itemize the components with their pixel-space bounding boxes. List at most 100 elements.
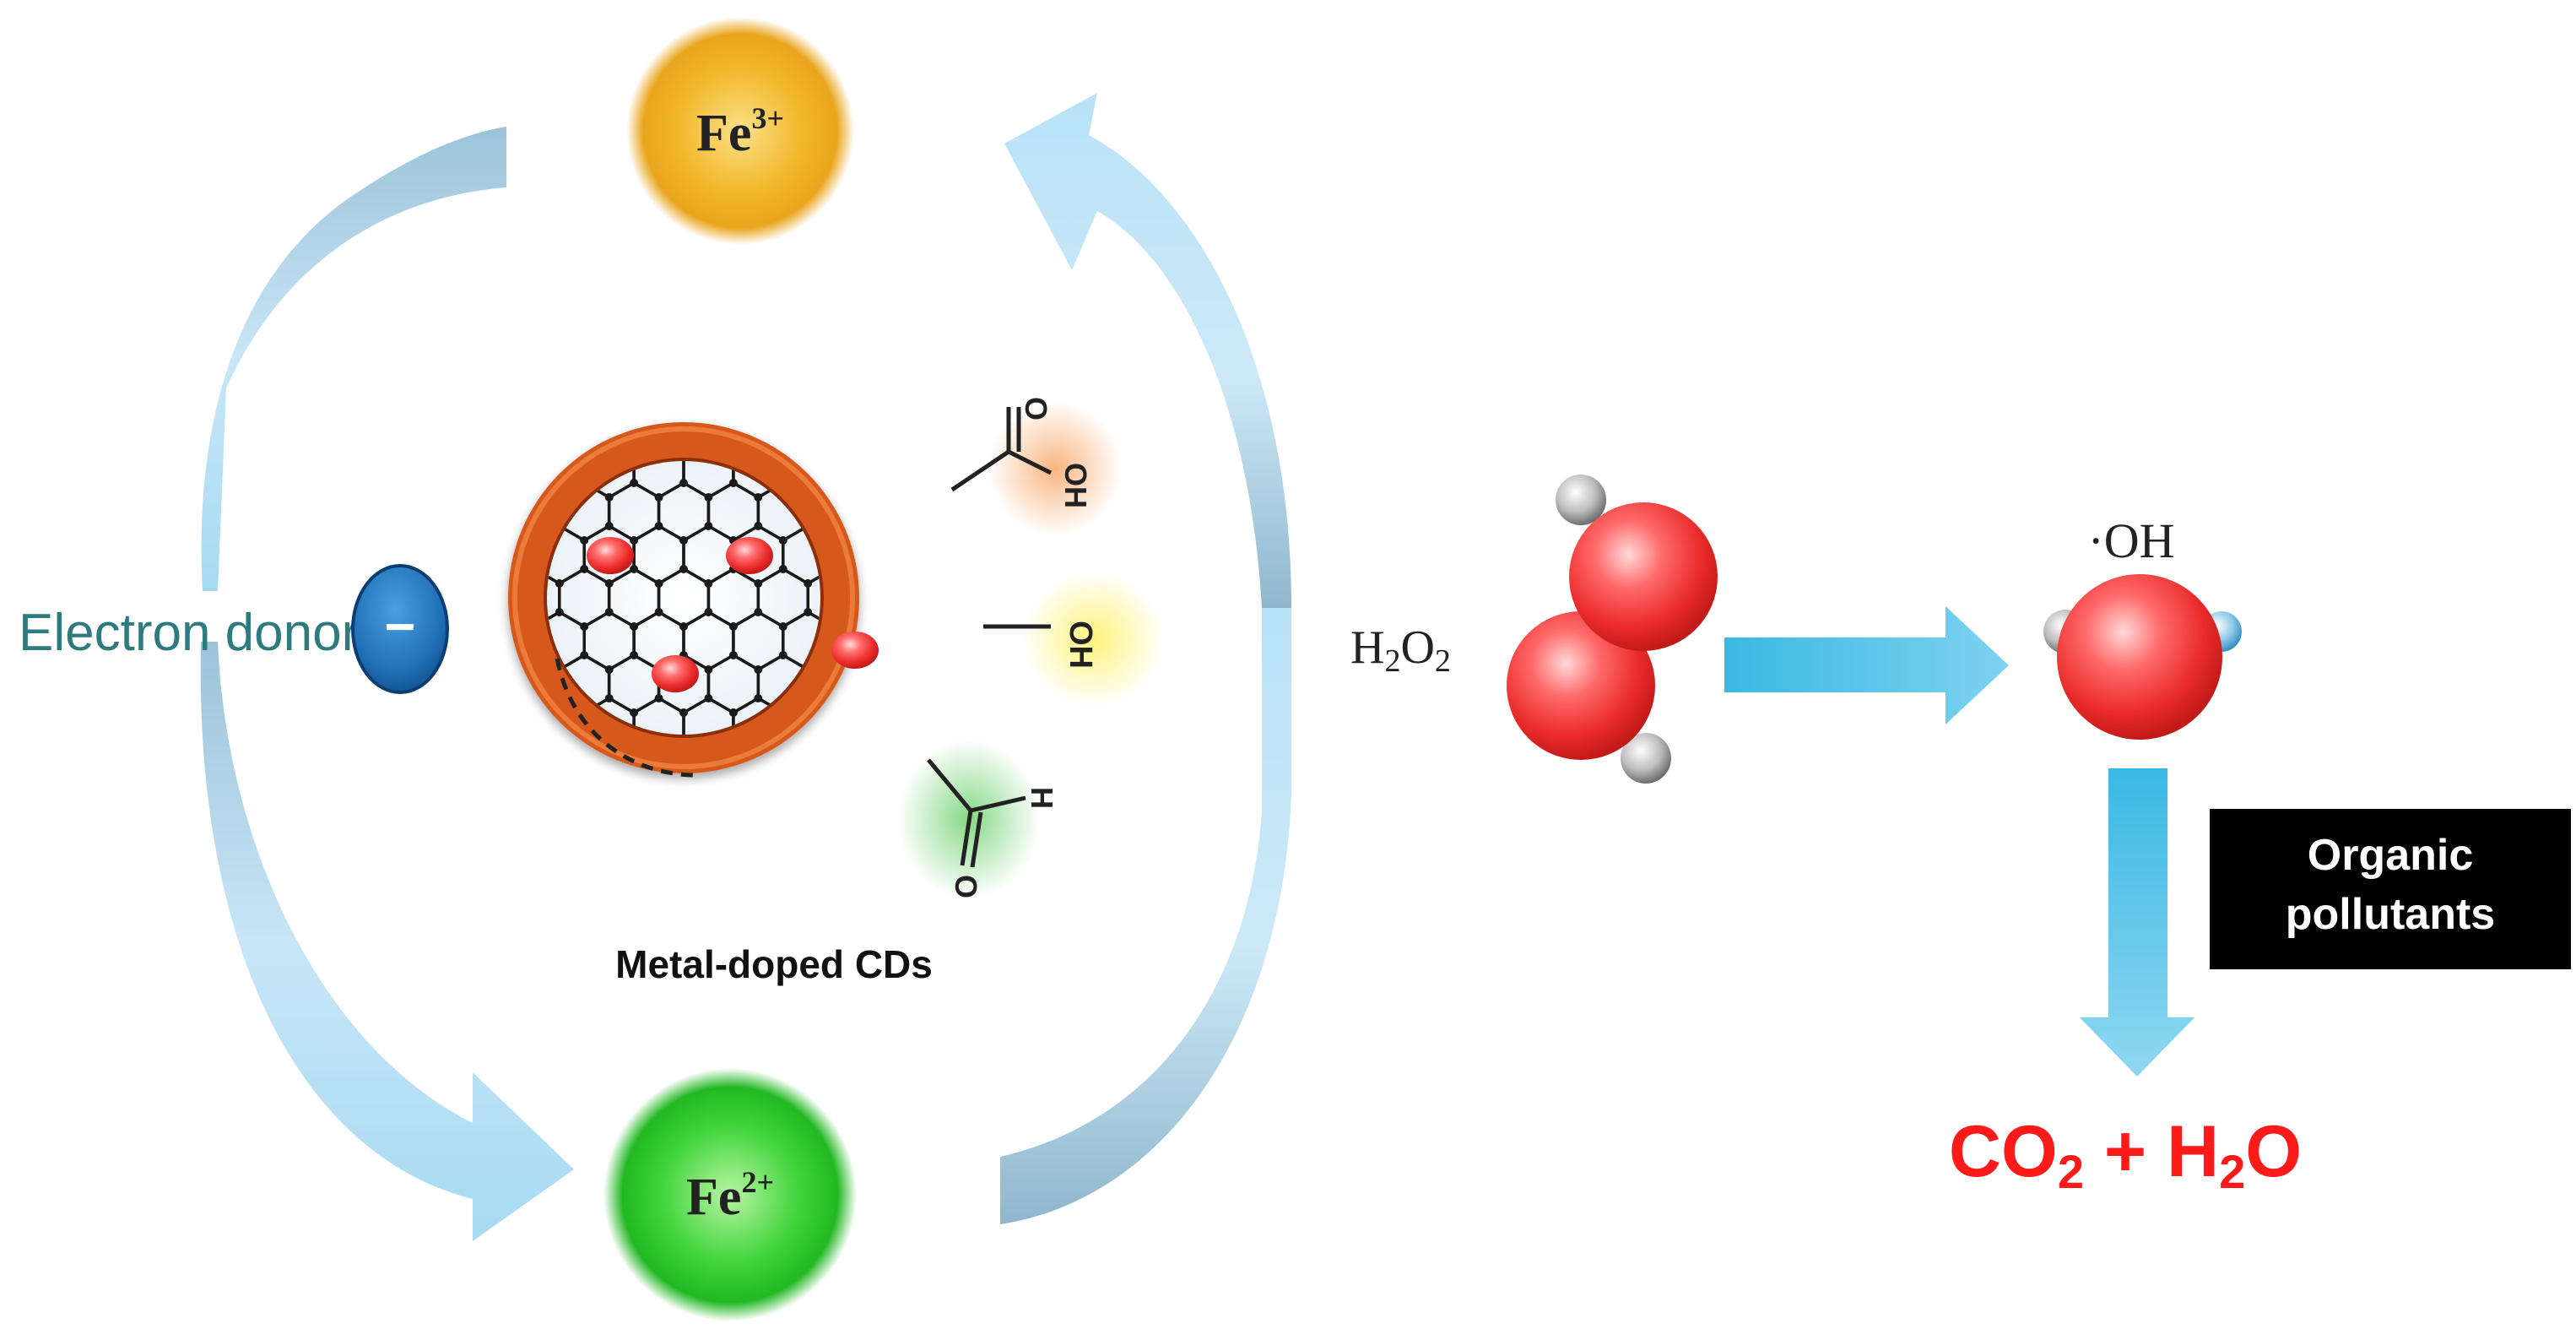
lattice-node bbox=[654, 694, 663, 702]
lattice-hexagon bbox=[311, 827, 360, 885]
electron-donor-label: Electron donor bbox=[19, 604, 359, 662]
lattice-node bbox=[804, 321, 812, 329]
lattice-node bbox=[977, 565, 986, 573]
lattice-node bbox=[456, 924, 464, 932]
lattice-node bbox=[630, 823, 638, 832]
lattice-hexagon bbox=[410, 311, 460, 368]
lattice-node bbox=[729, 881, 738, 889]
lattice-node bbox=[779, 881, 787, 889]
lattice-node bbox=[406, 321, 414, 329]
lattice-node bbox=[953, 493, 961, 502]
lattice-node bbox=[729, 795, 738, 803]
lattice-node bbox=[306, 350, 315, 358]
lattice-node bbox=[530, 881, 538, 889]
lattice-node bbox=[604, 694, 614, 702]
lattice-node bbox=[555, 838, 564, 846]
lattice-node bbox=[630, 306, 638, 315]
lattice-node bbox=[879, 306, 887, 315]
lattice-node bbox=[1027, 737, 1036, 746]
lattice-hexagon bbox=[584, 784, 634, 842]
lattice-node bbox=[506, 694, 514, 702]
lattice-hexagon bbox=[534, 354, 584, 411]
lattice-hexagon bbox=[883, 698, 933, 756]
lattice-hexagon bbox=[1031, 268, 1081, 325]
lattice-hexagon bbox=[410, 483, 460, 540]
lattice-node bbox=[506, 780, 514, 789]
lattice-node bbox=[356, 522, 365, 530]
lattice-hexagon bbox=[510, 827, 560, 885]
lattice-node bbox=[356, 263, 365, 272]
lattice-node bbox=[555, 866, 564, 875]
lattice-hexagon bbox=[833, 698, 883, 756]
lattice-node bbox=[704, 866, 712, 875]
lattice-node bbox=[555, 608, 564, 616]
lattice-node bbox=[679, 393, 688, 401]
lattice-node bbox=[506, 751, 514, 760]
lattice-hexagon bbox=[883, 440, 933, 497]
lattice-hexagon bbox=[858, 483, 907, 540]
lattice-node bbox=[406, 493, 414, 502]
lattice-node bbox=[406, 436, 414, 444]
lattice-node bbox=[431, 565, 440, 573]
lattice-node bbox=[1027, 364, 1036, 372]
lattice-hexagon bbox=[510, 741, 560, 799]
lattice-node bbox=[903, 436, 912, 444]
minus-circle-icon bbox=[351, 564, 449, 694]
lattice-node bbox=[779, 306, 787, 315]
lattice-node bbox=[853, 407, 862, 415]
lattice-node bbox=[754, 321, 762, 329]
lattice-node bbox=[382, 881, 390, 889]
lattice-node bbox=[530, 364, 538, 372]
lattice-node bbox=[853, 694, 862, 702]
lattice-node bbox=[332, 364, 340, 372]
lattice-hexagon bbox=[360, 483, 410, 540]
lattice-node bbox=[779, 278, 787, 286]
lattice-node bbox=[729, 909, 738, 918]
lattice-node bbox=[356, 493, 365, 502]
cd-core bbox=[547, 461, 820, 735]
lattice-node bbox=[306, 838, 315, 846]
lattice-node bbox=[406, 838, 414, 846]
lattice-node bbox=[1077, 565, 1085, 573]
lattice-node bbox=[1003, 522, 1011, 530]
lattice-node bbox=[530, 278, 538, 286]
lattice-node bbox=[879, 881, 887, 889]
cycle-arrow-bottom-left bbox=[200, 642, 574, 1241]
lattice-hexagon bbox=[783, 871, 833, 928]
lattice-node bbox=[704, 579, 713, 588]
lattice-node bbox=[655, 350, 663, 358]
lattice-node bbox=[754, 866, 762, 875]
lattice-hexagon bbox=[1007, 311, 1057, 368]
lattice-node bbox=[804, 407, 812, 415]
lattice-node bbox=[506, 838, 514, 846]
lattice-node bbox=[704, 263, 712, 272]
lattice-node bbox=[332, 393, 340, 401]
lattice-node bbox=[332, 881, 340, 889]
lattice-node bbox=[804, 350, 812, 358]
lattice-node bbox=[480, 536, 489, 545]
lattice-node bbox=[306, 522, 315, 530]
aldehyde-group bbox=[927, 758, 1026, 868]
svg-text:Fe3+: Fe3+ bbox=[696, 101, 784, 162]
lattice-node bbox=[903, 751, 912, 760]
lattice-node bbox=[356, 751, 365, 760]
dopant-atom bbox=[831, 632, 879, 669]
lattice-node bbox=[977, 708, 986, 717]
fe3-symbol: Fe bbox=[696, 105, 751, 162]
lattice-node bbox=[605, 780, 614, 789]
lattice-hexagon bbox=[733, 871, 783, 928]
dopant-atom bbox=[726, 537, 773, 574]
cycle-arrow-top-left bbox=[201, 127, 506, 591]
lattice-node bbox=[306, 751, 315, 760]
lattice-node bbox=[480, 708, 489, 717]
lattice-node bbox=[604, 522, 614, 530]
lattice-node bbox=[977, 364, 986, 372]
lattice-node bbox=[977, 306, 986, 315]
lattice-node bbox=[704, 780, 712, 789]
lattice-hexagon bbox=[833, 871, 883, 928]
lattice-node bbox=[605, 838, 614, 846]
lattice-hexagon bbox=[907, 655, 957, 713]
lattice-node bbox=[779, 364, 787, 372]
lattice-hexagon bbox=[907, 483, 957, 540]
lattice-node bbox=[580, 536, 589, 545]
